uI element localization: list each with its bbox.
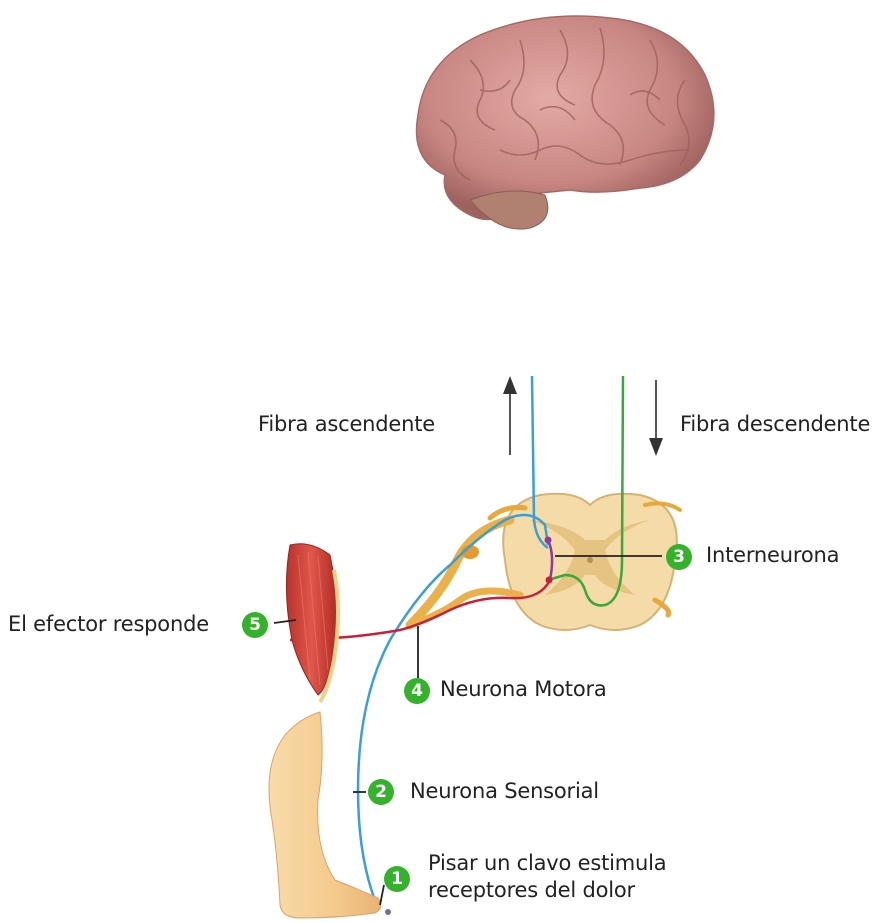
foot-illustration bbox=[269, 712, 391, 918]
descending-fiber-label: Fibra descendente bbox=[680, 412, 870, 436]
stimulus-label-line2: receptores del dolor bbox=[428, 878, 635, 902]
interneuron-label: Interneurona bbox=[706, 543, 839, 567]
descending-arrow bbox=[649, 380, 663, 456]
step-1-badge: 1 bbox=[384, 866, 410, 892]
sensory-neuron-label: Neurona Sensorial bbox=[410, 779, 599, 803]
ascending-fiber-label: Fibra ascendente bbox=[258, 412, 435, 436]
step-2-badge: 2 bbox=[368, 779, 394, 805]
muscle-effector bbox=[286, 544, 338, 702]
ascending-arrow bbox=[503, 376, 517, 455]
spinal-cord-cross-section bbox=[490, 494, 680, 630]
step-5-badge: 5 bbox=[242, 612, 268, 638]
brain-illustration bbox=[417, 16, 714, 229]
effector-label: El efector responde bbox=[8, 612, 209, 636]
leader-line-1 bbox=[380, 885, 384, 905]
motor-neuron-label: Neurona Motora bbox=[440, 677, 607, 701]
step-3-badge: 3 bbox=[666, 544, 692, 570]
stimulus-label-line1: Pisar un clavo estimula bbox=[428, 851, 666, 875]
step-4-badge: 4 bbox=[404, 678, 430, 704]
